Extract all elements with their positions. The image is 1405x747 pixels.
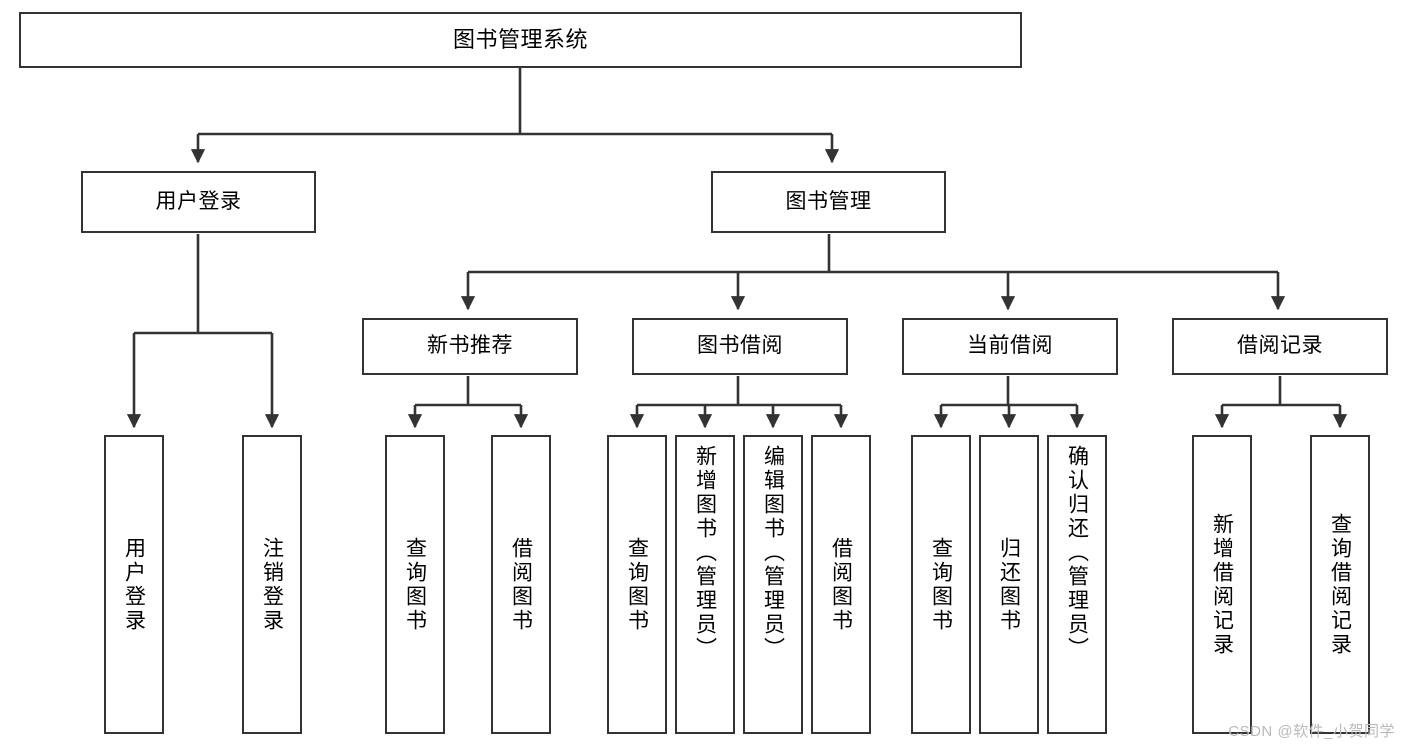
node-label: 图书借阅 [697, 334, 783, 358]
csdn-watermark: CSDN @软件_小贺同学 [1228, 723, 1395, 740]
node-label: 借阅记录 [1237, 334, 1323, 358]
node-label: 注销登录 [260, 536, 284, 633]
node-current-borrow[interactable]: 当前借阅 [902, 318, 1118, 375]
node-root-system[interactable]: 图书管理系统 [19, 12, 1022, 68]
node-label: 当前借阅 [967, 334, 1053, 358]
node-label: 查询图书 [403, 536, 427, 633]
leaf-current-borrow-query-book[interactable]: 查询图书 [911, 435, 971, 734]
node-label: 查询图书 [929, 536, 953, 633]
node-new-book-recommend[interactable]: 新书推荐 [362, 318, 578, 375]
leaf-book-borrow-add-book-admin[interactable]: 新增图书（管理员） [675, 435, 735, 734]
node-label: 编辑图书（管理员） [761, 445, 785, 661]
node-label: 查询图书 [625, 536, 649, 633]
leaf-book-borrow-borrow-book[interactable]: 借阅图书 [811, 435, 871, 734]
leaf-new-book-borrow-book[interactable]: 借阅图书 [491, 435, 551, 734]
leaf-borrow-record-add-record[interactable]: 新增借阅记录 [1192, 435, 1252, 734]
node-label: 用户登录 [122, 536, 146, 633]
node-label: 确认归还（管理员） [1065, 445, 1089, 661]
node-label: 查询借阅记录 [1328, 512, 1352, 657]
node-label: 借阅图书 [509, 536, 533, 633]
node-label: 用户登录 [155, 189, 242, 213]
node-user-login[interactable]: 用户登录 [81, 171, 316, 233]
node-label: 借阅图书 [829, 536, 853, 633]
node-label: 图书管理 [785, 189, 872, 213]
leaf-current-borrow-return-book[interactable]: 归还图书 [979, 435, 1039, 734]
node-book-borrow[interactable]: 图书借阅 [632, 318, 848, 375]
node-label: 新增借阅记录 [1210, 512, 1234, 657]
leaf-current-borrow-confirm-return-admin[interactable]: 确认归还（管理员） [1047, 435, 1107, 734]
leaf-book-borrow-query-book[interactable]: 查询图书 [607, 435, 667, 734]
node-borrow-record[interactable]: 借阅记录 [1172, 318, 1388, 375]
node-label: 图书管理系统 [452, 27, 588, 53]
node-label: 新书推荐 [427, 334, 513, 358]
leaf-new-book-query-book[interactable]: 查询图书 [385, 435, 445, 734]
leaf-user-login-logout[interactable]: 注销登录 [242, 435, 302, 734]
leaf-user-login-login[interactable]: 用户登录 [104, 435, 164, 734]
node-book-management[interactable]: 图书管理 [711, 171, 946, 233]
node-label: 新增图书（管理员） [693, 445, 717, 661]
leaf-book-borrow-edit-book-admin[interactable]: 编辑图书（管理员） [743, 435, 803, 734]
node-label: 归还图书 [997, 536, 1021, 633]
leaf-borrow-record-query-record[interactable]: 查询借阅记录 [1310, 435, 1370, 734]
